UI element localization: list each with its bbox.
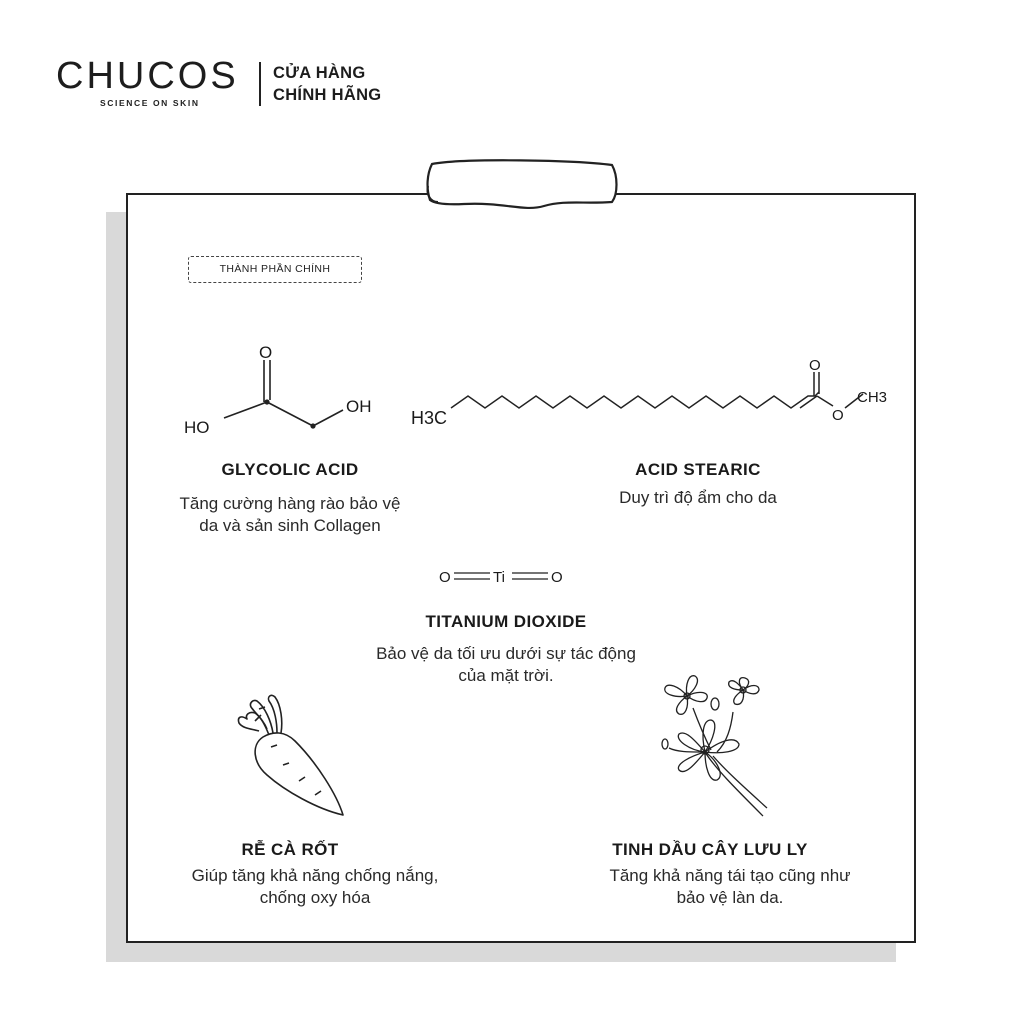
section-badge: THÀNH PHẦN CHÍNH — [188, 256, 362, 283]
ingredient-title-carrot: RỄ CÀ RỐT — [241, 840, 339, 859]
logo-tagline: SCIENCE ON SKIN — [100, 98, 200, 108]
logo-divider — [259, 62, 261, 106]
stearic-ch3-label: CH3 — [857, 389, 887, 406]
tape-clip-icon — [426, 159, 618, 210]
desc-line: bảo vệ làn da. — [676, 888, 784, 907]
borage-flower-icon — [661, 675, 768, 817]
stearic-o1-label: O — [809, 357, 821, 374]
tio2-o1-label: O — [439, 569, 451, 586]
desc-line: Duy trì độ ẩm cho da — [619, 488, 777, 507]
glycolic-o-label: O — [259, 343, 272, 362]
ingredient-title-stearic: ACID STEARIC — [635, 460, 761, 479]
desc-line: Bảo vệ da tối ưu dưới sự tác động — [376, 644, 636, 663]
desc-line: Giúp tăng khả năng chống nắng, — [191, 866, 439, 885]
carrot-icon — [237, 694, 344, 816]
desc-line: Tăng khả năng tái tạo cũng như — [609, 866, 851, 885]
glycolic-oh-label: OH — [346, 397, 372, 416]
ingredient-title-borage: TINH DẦU CÂY LƯU LY — [612, 840, 808, 859]
tio2-ti-label: Ti — [493, 569, 505, 586]
glycolic-ho-label: HO — [184, 418, 210, 437]
glycolic-acid-structure-icon: O HO OH — [184, 343, 372, 437]
brand-logo: CHUCOS SCIENCE ON SKIN — [56, 56, 239, 108]
ingredient-title-glycolic: GLYCOLIC ACID — [221, 460, 359, 479]
ingredient-desc-stearic: Duy trì độ ẩm cho da — [560, 487, 836, 509]
ingredient-desc-glycolic: Tăng cường hàng rào bảo vệ da và sản sin… — [140, 493, 440, 537]
ingredient-desc-carrot: Giúp tăng khả năng chống nắng, chống oxy… — [150, 865, 480, 909]
ingredient-desc-borage: Tăng khả năng tái tạo cũng như bảo vệ là… — [570, 865, 890, 909]
desc-line: Tăng cường hàng rào bảo vệ — [179, 494, 401, 513]
ingredients-card — [126, 193, 916, 943]
desc-line: của mặt trời. — [458, 666, 554, 685]
titanium-dioxide-structure-icon: O Ti O — [439, 569, 563, 586]
desc-line: da và sản sinh Collagen — [199, 516, 381, 535]
desc-line: chống oxy hóa — [259, 888, 371, 907]
stearic-o2-label: O — [832, 407, 844, 424]
logo-wordmark: CHUCOS — [56, 55, 239, 97]
official-store-label: CỬA HÀNG CHÍNH HÃNG — [273, 62, 381, 106]
store-line-2: CHÍNH HÃNG — [273, 86, 382, 104]
stearic-h3c-label: H3C — [411, 408, 447, 428]
tio2-o2-label: O — [551, 569, 563, 586]
stearic-acid-structure-icon: O O CH3 H3C — [411, 357, 887, 428]
store-line-1: CỬA HÀNG — [273, 64, 366, 82]
ingredient-desc-titanium: Bảo vệ da tối ưu dưới sự tác động của mặ… — [326, 643, 686, 687]
ingredient-title-titanium: TITANIUM DIOXIDE — [425, 612, 587, 631]
